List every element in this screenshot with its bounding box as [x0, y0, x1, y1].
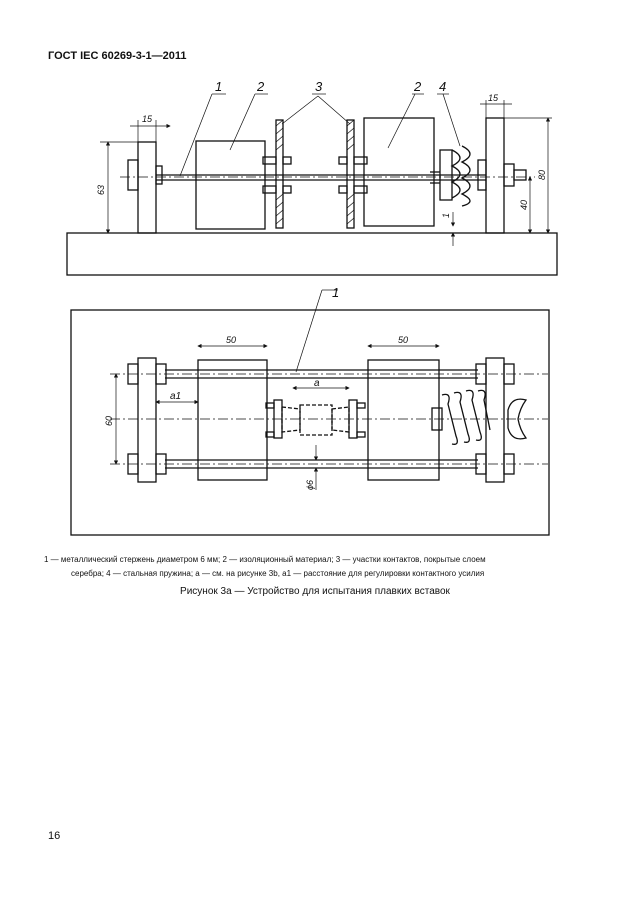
callout-4-side: 4 [439, 79, 446, 94]
left-post [137, 141, 157, 234]
callout-1-side: 1 [215, 79, 222, 94]
insulator-block-top-right [367, 359, 440, 481]
document-header: ГОСТ IEC 60269-3-1—2011 [48, 50, 187, 62]
top-view [70, 289, 550, 536]
insulator-block-right [363, 117, 435, 227]
dim-60: 60 [104, 416, 114, 426]
figure-legend: 1 — металлический стержень диаметром 6 м… [44, 553, 554, 581]
dim-50-right: 50 [398, 335, 408, 345]
top-view-frame [70, 309, 550, 536]
dim-50-left: 50 [226, 335, 236, 345]
dim-a1: a1 [170, 391, 181, 402]
legend-line-1: 1 — металлический стержень диаметром 6 м… [44, 555, 486, 564]
dim-63: 63 [96, 185, 106, 195]
callout-3-side: 3 [315, 79, 323, 94]
right-post [485, 117, 505, 234]
dim-15-right: 15 [488, 93, 499, 103]
dim-80: 80 [537, 170, 547, 180]
dim-1: 1 [441, 213, 451, 218]
figure-caption: Рисунок 3а — Устройство для испытания пл… [180, 586, 450, 597]
insulator-block-top-left [197, 359, 268, 481]
legend-line-2: серебра; 4 — стальная пружина; a — см. н… [71, 569, 485, 578]
callout-1-top: 1 [332, 285, 339, 300]
spring-side [430, 145, 471, 207]
side-view [66, 93, 558, 276]
base-plate [66, 232, 558, 276]
insulator-block-left [195, 140, 266, 230]
wing-nut [507, 398, 528, 440]
contact-plate-right [346, 119, 355, 229]
contact-plate-left [275, 119, 284, 229]
page-number: 16 [48, 830, 61, 842]
callout-2-side-right: 2 [413, 79, 422, 94]
dim-15-left: 15 [142, 114, 153, 124]
dim-a: a [314, 378, 320, 389]
dim-diam-6: ϕ6 [305, 480, 315, 490]
callout-2-side-left: 2 [256, 79, 265, 94]
dim-40: 40 [519, 200, 529, 210]
